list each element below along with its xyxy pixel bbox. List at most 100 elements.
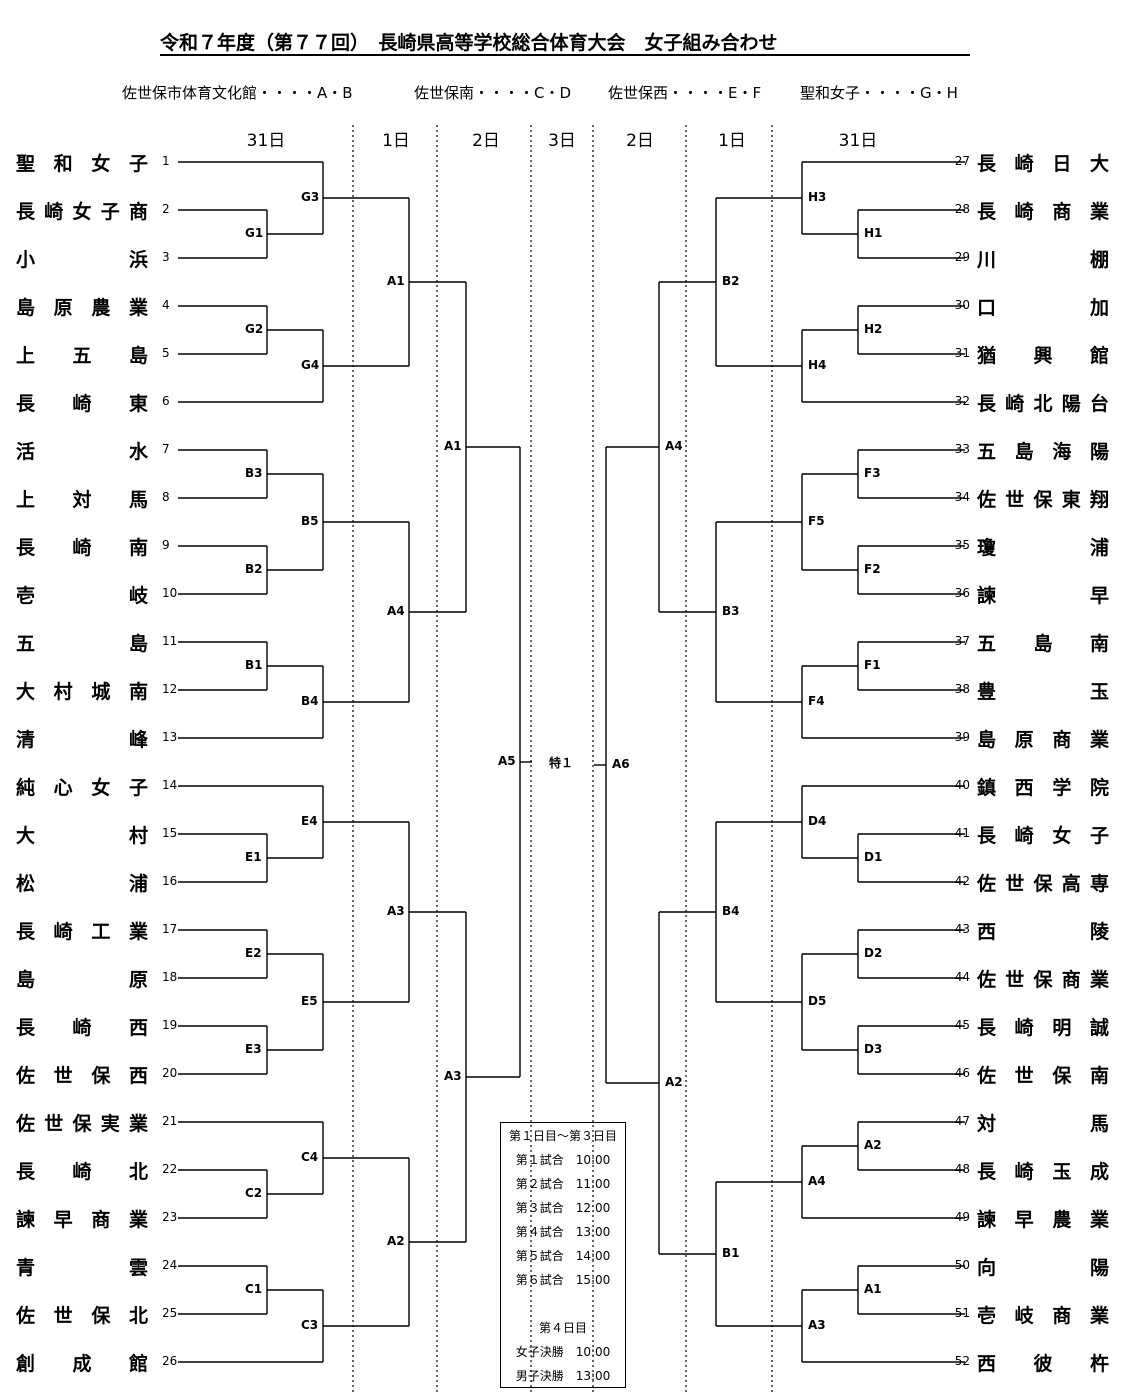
team-name-char: 佐 [977, 1065, 997, 1087]
team-number: 19 [162, 1018, 178, 1032]
team-name-char: 陵 [1089, 921, 1109, 943]
team-number: 37 [954, 634, 970, 648]
team-number: 1 [162, 154, 170, 168]
team-name-char: 玉 [1052, 1161, 1072, 1183]
team-name-char: 松 [16, 873, 36, 895]
team-name-char: 保 [1033, 969, 1053, 991]
team-name: 壱岐 [16, 581, 148, 607]
team-name-char: 明 [1052, 1017, 1072, 1039]
team-name-char: 島 [1033, 633, 1053, 655]
team-name-char: 長 [16, 1161, 36, 1183]
team-number: 24 [162, 1258, 178, 1272]
team-name: 清峰 [16, 725, 148, 751]
team-name-char: 女 [1052, 825, 1072, 847]
team-name-char: 台 [1089, 393, 1109, 415]
team-number: 26 [162, 1354, 178, 1368]
match-label: B2 [722, 274, 740, 288]
match-label: F3 [864, 466, 881, 480]
match-label: E2 [245, 946, 262, 960]
team-name-char: 商 [1061, 969, 1081, 991]
team-name: 壱岐商業 [977, 1301, 1109, 1327]
team-number: 23 [162, 1210, 178, 1224]
team-number: 49 [954, 1210, 970, 1224]
team-name-char: 馬 [1089, 1113, 1109, 1135]
team-number: 31 [954, 346, 970, 360]
team-name-char: 成 [1089, 1161, 1109, 1183]
team-number: 40 [954, 778, 970, 792]
team-number: 28 [954, 202, 970, 216]
team-name-char: 東 [128, 393, 148, 415]
schedule-day4-header: 第４日目 [538, 1321, 587, 1335]
team-name-char: 女 [91, 777, 111, 799]
team-name: 口加 [977, 293, 1109, 319]
team-number: 44 [954, 970, 970, 984]
team-name: 長崎北 [16, 1157, 148, 1183]
match-label: A2 [665, 1075, 683, 1089]
team-name-char: 五 [977, 633, 997, 655]
match-label: G2 [245, 322, 264, 336]
team-name-char: 彼 [1033, 1353, 1053, 1375]
match-label: A4 [808, 1174, 826, 1188]
team-name: 諫早農業 [977, 1205, 1109, 1231]
team-name: 長崎南 [16, 533, 148, 559]
team-name: 長崎北陽台 [977, 389, 1109, 415]
team-name-char: 佐 [16, 1113, 36, 1135]
schedule-row: 男子決勝 13:00 [515, 1369, 611, 1383]
team-number: 36 [954, 586, 970, 600]
team-name-char: 雲 [128, 1257, 148, 1279]
team-name: 上五島 [16, 341, 148, 367]
match-label: E3 [245, 1042, 262, 1056]
team-number: 50 [954, 1258, 970, 1272]
team-name: 瓊浦 [977, 533, 1109, 559]
team-name-char: 大 [16, 825, 36, 847]
team-name-char: 専 [1089, 873, 1109, 895]
team-name-char: 上 [16, 489, 36, 511]
team-name: 猶興館 [977, 341, 1109, 367]
team-name: 佐世保高専 [977, 869, 1109, 895]
team-name-char: 小 [16, 249, 36, 271]
match-label: D5 [808, 994, 827, 1008]
team-name-char: 和 [53, 153, 73, 175]
team-name-char: 興 [1033, 345, 1053, 367]
team-name-char: 崎 [1014, 1017, 1034, 1039]
match-label: B2 [245, 562, 263, 576]
team-number: 12 [162, 682, 178, 696]
team-name-char: 院 [1089, 777, 1109, 799]
team-name-char: 保 [91, 1065, 111, 1087]
team-number: 52 [954, 1354, 970, 1368]
venue-ef: 佐世保西・・・・E・F [608, 84, 762, 102]
day-header: 2日 [626, 131, 654, 151]
team-name-char: 村 [53, 681, 73, 703]
schedule-row: 女子決勝 10:00 [515, 1345, 611, 1359]
team-name-char: 高 [1061, 873, 1081, 895]
team-name: 西彼杵 [977, 1349, 1109, 1375]
match-label: A5 [498, 754, 516, 768]
team-name: 長崎西 [16, 1013, 148, 1039]
team-name-char: 商 [1052, 1305, 1072, 1327]
match-label: A1 [864, 1282, 882, 1296]
team-name-char: 世 [1005, 489, 1025, 511]
match-label: A2 [864, 1138, 882, 1152]
match-label: F2 [864, 562, 881, 576]
team-number: 42 [954, 874, 970, 888]
team-name: 活水 [16, 437, 148, 463]
team-name: 島原商業 [977, 725, 1109, 751]
team-name-char: 農 [1052, 1209, 1072, 1231]
team-name-char: 業 [1089, 969, 1109, 991]
team-name-char: 崎 [72, 393, 92, 415]
team-name-char: 子 [100, 201, 120, 223]
schedule-row: 第１試合 10:00 [515, 1153, 611, 1167]
day-header: 1日 [382, 131, 410, 151]
team-name: 佐世保商業 [977, 965, 1109, 991]
team-number: 9 [162, 538, 170, 552]
team-name-char: 保 [1033, 489, 1053, 511]
team-number: 2 [162, 202, 170, 216]
team-name-char: 業 [128, 1113, 148, 1135]
team-name: 佐世保東翔 [977, 485, 1109, 511]
team-name-char: 西 [977, 1353, 997, 1375]
match-label: C4 [301, 1150, 319, 1164]
team-name-char: 創 [16, 1353, 36, 1375]
team-name: 豊玉 [977, 677, 1109, 703]
team-name-char: 世 [44, 1113, 64, 1135]
